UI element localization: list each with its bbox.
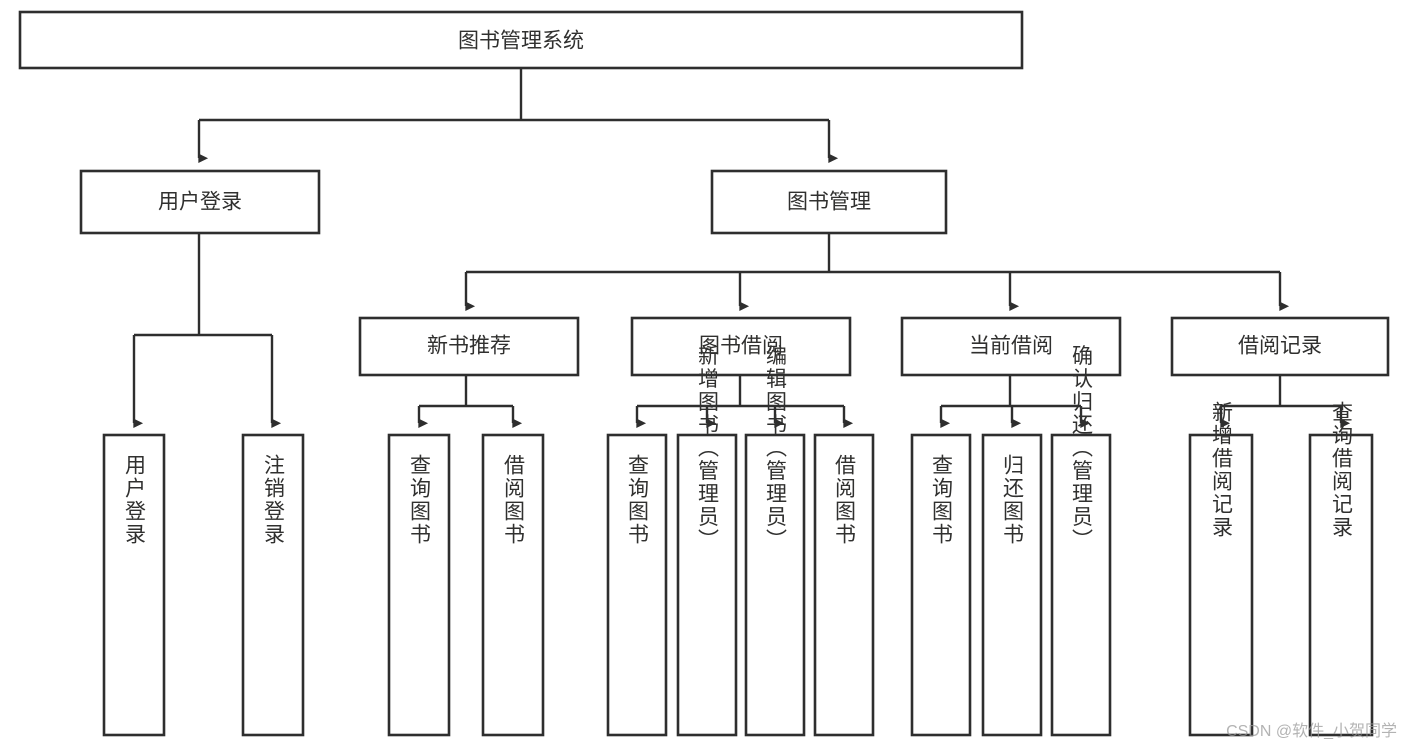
node-leaf-user-login-box[interactable] (102, 433, 166, 737)
node-leaf-user-login[interactable]: 用户登录 (102, 433, 166, 737)
node-leaf-logout-box[interactable] (241, 433, 305, 737)
node-borrow-record[interactable]: 借阅记录 (1170, 316, 1390, 377)
node-leaf-borrow-book-box[interactable] (813, 433, 875, 737)
node-leaf-user-login-label: 用户登录 (123, 454, 147, 546)
node-current-borrow-label: 当前借阅 (969, 335, 1053, 358)
node-leaf-logout[interactable]: 注销登录 (241, 433, 305, 737)
node-user-login[interactable]: 用户登录 (79, 169, 321, 235)
node-leaf-confirm-return[interactable]: 确认归还（管理员） (1050, 345, 1112, 737)
node-book-manage-box[interactable] (710, 169, 948, 235)
node-borrow-record-label: 借阅记录 (1238, 335, 1322, 358)
node-leaf-query-record-label: 查询借阅记录 (1330, 401, 1354, 539)
node-leaf-query-book-rec-label: 查询图书 (408, 454, 432, 546)
node-root[interactable]: 图书管理系统 (18, 10, 1024, 70)
node-leaf-borrow-book-label: 借阅图书 (833, 454, 857, 546)
node-leaf-query-book-rec-box[interactable] (387, 433, 451, 737)
node-leaf-query-book-borrow-box[interactable] (606, 433, 668, 737)
node-book-borrow[interactable]: 图书借阅 (630, 316, 852, 377)
node-leaf-confirm-return-label: 确认归还（管理员） (1070, 345, 1094, 552)
node-leaf-return-book[interactable]: 归还图书 (981, 433, 1043, 737)
node-leaf-query-book-current[interactable]: 查询图书 (910, 433, 972, 737)
node-leaf-edit-book[interactable]: 编辑图书（管理员） (744, 345, 806, 737)
node-leaf-edit-book-label: 编辑图书（管理员） (764, 345, 788, 552)
node-leaf-confirm-return-box[interactable] (1050, 433, 1112, 737)
node-new-book-recommend[interactable]: 新书推荐 (358, 316, 580, 377)
node-leaf-return-book-label: 归还图书 (1001, 454, 1025, 546)
node-leaf-query-book-current-label: 查询图书 (930, 454, 954, 546)
node-book-manage[interactable]: 图书管理 (710, 169, 948, 235)
node-layer: 图书管理系统 用户登录 图书管理 新书推荐 图书借阅 (18, 10, 1390, 737)
node-root-box[interactable] (18, 10, 1024, 70)
node-user-login-box[interactable] (79, 169, 321, 235)
node-leaf-borrow-book[interactable]: 借阅图书 (813, 433, 875, 737)
node-leaf-edit-book-box[interactable] (744, 433, 806, 737)
node-leaf-borrow-book-rec-label: 借阅图书 (502, 454, 526, 546)
node-new-book-recommend-label: 新书推荐 (427, 335, 511, 358)
node-leaf-query-book-current-box[interactable] (910, 433, 972, 737)
node-book-borrow-label: 图书借阅 (699, 335, 783, 358)
node-leaf-add-record-box[interactable] (1188, 433, 1254, 737)
node-leaf-return-book-box[interactable] (981, 433, 1043, 737)
node-leaf-query-book-rec[interactable]: 查询图书 (387, 433, 451, 737)
node-leaf-add-record-label: 新增借阅记录 (1210, 401, 1234, 539)
node-leaf-query-record[interactable]: 查询借阅记录 (1308, 401, 1374, 737)
node-leaf-add-book-label: 新增图书（管理员） (696, 345, 720, 552)
node-root-label: 图书管理系统 (458, 30, 584, 53)
node-current-borrow-box[interactable] (900, 316, 1122, 377)
node-leaf-query-book-borrow[interactable]: 查询图书 (606, 433, 668, 737)
node-user-login-label: 用户登录 (158, 191, 242, 214)
node-new-book-recommend-box[interactable] (358, 316, 580, 377)
node-book-borrow-box[interactable] (630, 316, 852, 377)
node-book-manage-label: 图书管理 (787, 191, 871, 214)
node-leaf-query-book-borrow-label: 查询图书 (626, 454, 650, 546)
node-current-borrow[interactable]: 当前借阅 (900, 316, 1122, 377)
node-leaf-borrow-book-rec[interactable]: 借阅图书 (481, 433, 545, 737)
edge-layer (132, 68, 1351, 429)
node-leaf-logout-label: 注销登录 (262, 454, 286, 546)
node-leaf-borrow-book-rec-box[interactable] (481, 433, 545, 737)
node-leaf-add-record[interactable]: 新增借阅记录 (1188, 401, 1254, 737)
node-borrow-record-box[interactable] (1170, 316, 1390, 377)
node-leaf-query-record-box[interactable] (1308, 433, 1374, 737)
node-leaf-add-book-box[interactable] (676, 433, 738, 737)
node-leaf-add-book[interactable]: 新增图书（管理员） (676, 345, 738, 737)
